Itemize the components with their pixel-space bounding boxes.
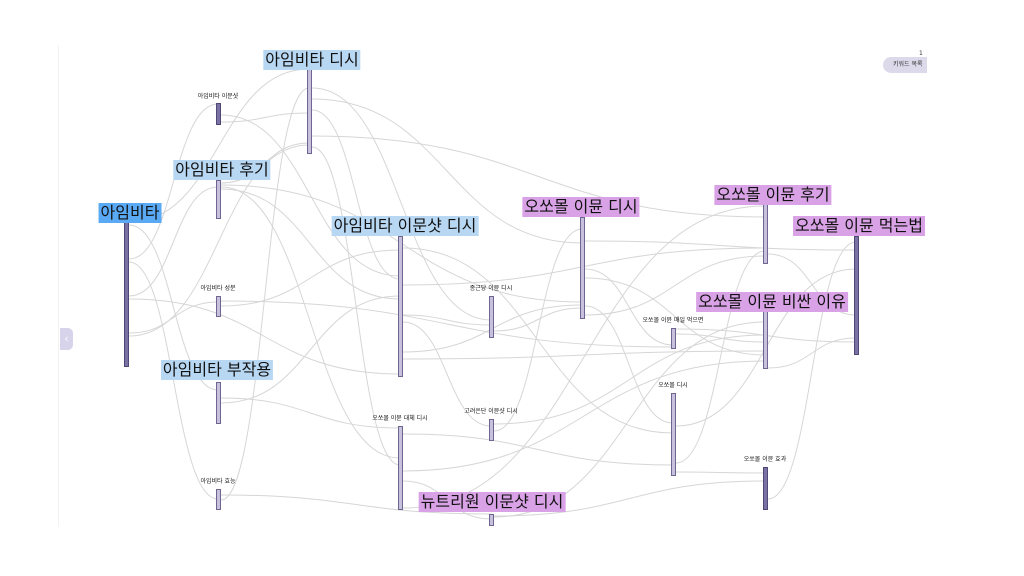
keyword-node-bar[interactable] <box>671 393 676 476</box>
flow-link-n1-n15 <box>311 135 766 218</box>
keyword-node-bar[interactable] <box>398 426 403 510</box>
flow-link-n0-n2 <box>128 103 219 260</box>
flow-link-n0-n6 <box>128 261 219 500</box>
keyword-node-label[interactable]: 오쏘몰 이뮨 대체 디시 <box>372 415 428 422</box>
flow-link-n10-n12 <box>493 228 583 432</box>
flow-link-n3-n7 <box>220 188 401 300</box>
flow-link-n16-n18 <box>767 337 857 369</box>
keyword-node-label[interactable]: 오쏘몰 이뮨 효과 <box>743 456 787 463</box>
keyword-node-bar[interactable] <box>124 222 129 367</box>
flow-link-n4-n13 <box>220 300 674 348</box>
flow-link-n0-n5 <box>128 224 219 391</box>
keyword-node-label[interactable]: 아임비타 <box>98 203 162 223</box>
flow-link-n17-n18 <box>767 241 857 500</box>
keyword-count: 1 <box>919 50 923 57</box>
flow-link-n9-n12 <box>493 307 583 332</box>
keyword-node-bar[interactable] <box>398 236 403 377</box>
flow-link-n7-n10 <box>402 321 492 427</box>
keyword-node-label[interactable]: 아임비타 성분 <box>200 285 236 292</box>
flow-link-n8-n14 <box>402 433 674 466</box>
keyword-node-bar[interactable] <box>216 296 221 317</box>
keyword-node-label[interactable]: 아임비타 후기 <box>173 160 271 180</box>
keyword-node-label[interactable]: 오쏘몰 이뮨 먹는법 <box>793 216 925 236</box>
keyword-node-bar[interactable] <box>216 180 221 219</box>
flow-link-n3-n8 <box>220 186 401 459</box>
keyword-node-bar[interactable] <box>489 419 494 441</box>
keyword-node-label[interactable]: 뉴트리원 이문샷 디시 <box>418 492 566 512</box>
keyword-node-bar[interactable] <box>763 467 768 510</box>
flow-link-n12-n14 <box>584 305 674 424</box>
flow-link-n12-n13 <box>584 268 674 346</box>
flow-link-n11-n17 <box>493 480 766 517</box>
collapse-panel-button[interactable]: ‹ <box>60 328 73 350</box>
chevron-left-icon: ‹ <box>64 332 69 345</box>
flow-link-n7-n16 <box>402 350 766 360</box>
flow-link-n5-n7 <box>220 295 401 404</box>
keyword-list-button[interactable]: 키워드 목록 <box>883 57 927 73</box>
flow-link-n7-n9 <box>402 314 492 326</box>
keyword-node-label[interactable]: 종근당 이뮨 디시 <box>469 285 513 292</box>
keyword-node-label[interactable]: 아임비타 부작용 <box>160 360 274 380</box>
flow-link-n1-n7 <box>311 109 401 280</box>
flow-link-n0-n3 <box>128 186 219 297</box>
keyword-node-label[interactable]: 아임비타 이문샷 디시 <box>331 216 479 236</box>
diagram-area <box>58 45 927 527</box>
flow-link-n15-n18 <box>767 253 857 316</box>
flow-link-n5-n8 <box>220 397 401 429</box>
flow-link-n0-n7 <box>128 298 401 375</box>
flow-link-n12-n18 <box>584 240 857 251</box>
keyword-node-bar[interactable] <box>763 310 768 369</box>
flow-link-n6-n11 <box>220 494 492 515</box>
flow-link-n4-n7 <box>220 249 401 307</box>
keyword-node-bar[interactable] <box>216 103 221 125</box>
flow-link-n14-n17 <box>675 471 766 474</box>
flow-link-n0-n4 <box>128 301 219 334</box>
keyword-node-label[interactable]: 오쏘몰 이뮨 디시 <box>522 197 640 217</box>
keyword-node-bar[interactable] <box>580 217 585 319</box>
flow-link-n7-n14 <box>402 247 674 434</box>
flow-link-n1-n12 <box>311 98 583 244</box>
keyword-node-bar[interactable] <box>216 382 221 424</box>
flow-link-n6-n1 <box>220 87 310 501</box>
keyword-node-label[interactable]: 오쏘몰 디시 <box>658 382 688 389</box>
keyword-node-bar[interactable] <box>854 236 859 355</box>
keyword-node-bar[interactable] <box>307 69 312 154</box>
flow-link-n10-n16 <box>493 334 766 425</box>
keyword-node-label[interactable]: 아임비타 이문샷 <box>197 93 239 100</box>
flow-link-n2-n1 <box>220 112 310 123</box>
keyword-node-bar[interactable] <box>489 296 494 338</box>
keyword-node-label[interactable]: 오쏘몰 이뮨 매일 먹으면 <box>642 317 704 324</box>
keyword-node-label[interactable]: 오쏘몰 이뮨 비싼 이유 <box>696 292 848 312</box>
flow-link-n12-n16 <box>584 277 766 356</box>
keyword-node-bar[interactable] <box>216 489 221 510</box>
keyword-node-bar[interactable] <box>489 514 494 526</box>
keyword-node-bar[interactable] <box>671 328 676 349</box>
keyword-node-label[interactable]: 오쏘몰 이뮨 후기 <box>714 185 832 205</box>
flow-link-n12-n15 <box>584 255 766 316</box>
flow-link-n8-n16 <box>402 360 766 472</box>
flow-link-n8-n15 <box>402 205 766 509</box>
keyword-list-label: 키워드 목록 <box>893 61 923 68</box>
flow-link-n1-n9 <box>311 87 492 321</box>
flow-link-n2-n7 <box>220 114 401 277</box>
keyword-node-label[interactable]: 아임비타 디시 <box>263 50 361 70</box>
keyword-node-bar[interactable] <box>763 204 768 264</box>
flow-link-n0-n1 <box>128 144 310 337</box>
flow-link-n14-n15 <box>675 250 766 464</box>
flow-link-n1-n8 <box>311 146 401 466</box>
keyword-node-label[interactable]: 아임비타 효능 <box>200 478 236 485</box>
flow-link-n13-n16 <box>675 333 766 343</box>
keyword-node-label[interactable]: 고려은단 이뮨샷 디시 <box>464 408 518 415</box>
